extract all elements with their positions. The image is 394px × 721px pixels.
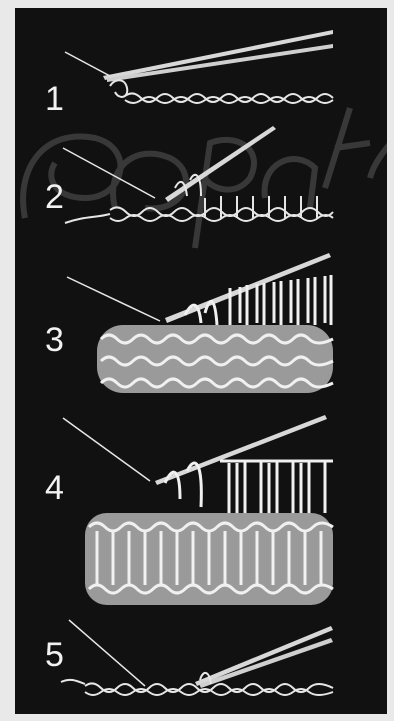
crochet-needle-icon	[103, 30, 333, 80]
illustration-panel: 1 2	[15, 8, 387, 714]
step-4: 4	[15, 403, 387, 613]
crochet-needle-icon	[195, 626, 333, 686]
step-4-illustration	[15, 403, 387, 613]
step-2-illustration	[15, 118, 387, 238]
chain-stitch-row	[110, 80, 333, 103]
step-5-illustration	[15, 608, 387, 714]
step-3: 3	[15, 243, 387, 408]
stitch-fabric	[85, 461, 333, 605]
stitch-fabric	[97, 275, 333, 393]
step-1: 1	[15, 8, 387, 128]
step-1-illustration	[15, 8, 387, 128]
step-3-illustration	[15, 243, 387, 408]
step-5: 5	[15, 608, 387, 714]
step-2: 2	[15, 118, 387, 238]
crochet-needle-icon	[165, 126, 276, 202]
double-crochet-row	[65, 175, 333, 223]
